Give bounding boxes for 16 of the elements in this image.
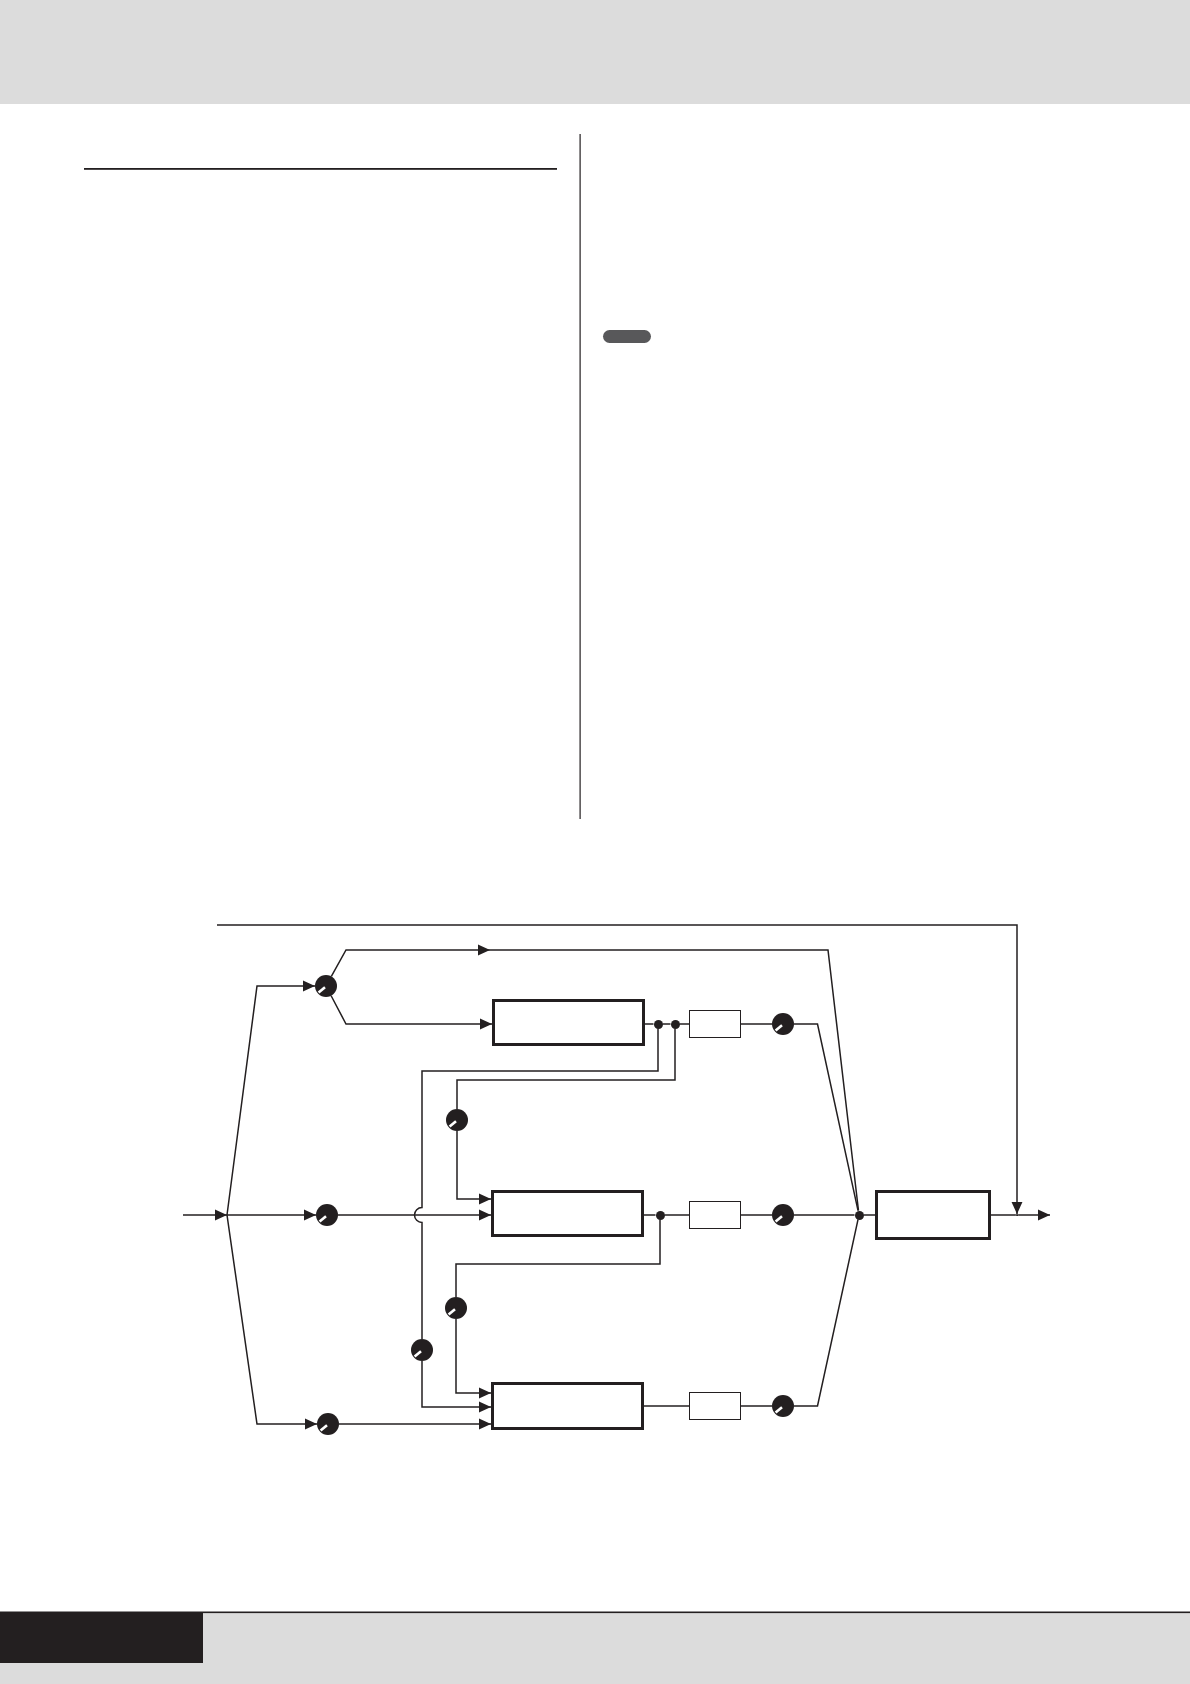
arrow — [455, 1318, 492, 1399]
knob-icon — [772, 1395, 794, 1417]
arrow — [226, 1214, 318, 1430]
arrow — [338, 1418, 492, 1430]
arrow — [421, 1360, 492, 1413]
knob-icon — [445, 1297, 467, 1319]
knob-icon — [317, 1413, 339, 1435]
signal-line — [740, 1405, 773, 1407]
signal-line — [643, 1405, 690, 1407]
signal-line — [793, 1218, 859, 1407]
signal-line — [455, 1218, 661, 1298]
knob-icon — [411, 1339, 433, 1361]
process-box — [491, 1382, 644, 1430]
arrow — [1017, 1209, 1051, 1221]
arrow — [182, 1209, 228, 1221]
small-box — [689, 1392, 741, 1420]
